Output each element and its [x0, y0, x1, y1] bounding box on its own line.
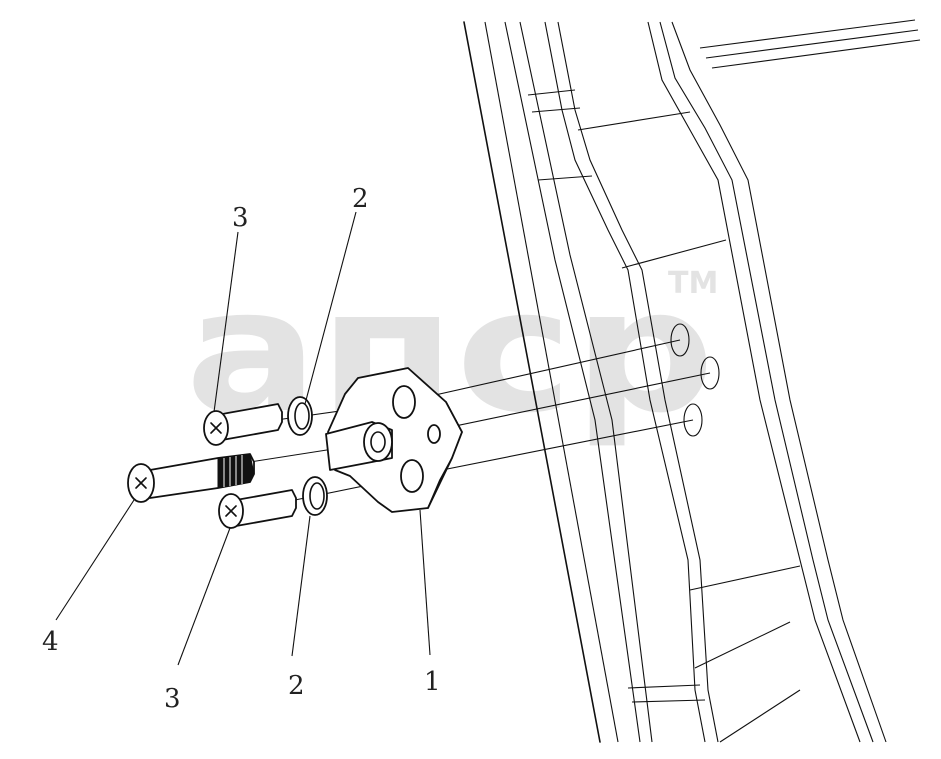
leader-2-top — [304, 211, 357, 405]
leader-2-bottom — [291, 515, 311, 657]
callout-3-top: 3 — [232, 203, 249, 233]
leader-4 — [55, 499, 135, 621]
leader-1 — [419, 509, 431, 656]
leader-lines — [55, 211, 431, 666]
screw-bottom-part-3 — [218, 489, 297, 529]
callout-2-top: 2 — [352, 184, 369, 214]
leader-3-bottom — [177, 527, 231, 666]
callout-4: 4 — [42, 627, 59, 657]
callouts: 1 2 2 3 3 4 — [42, 184, 441, 714]
leader-3-top — [213, 231, 239, 413]
washer-bottom-part-2 — [302, 476, 328, 516]
callout-2-bottom: 2 — [288, 671, 305, 701]
callout-3-bottom: 3 — [164, 684, 181, 714]
callout-1: 1 — [424, 667, 441, 697]
hinge-plate-part-1 — [325, 367, 463, 513]
trademark-symbol: TM — [668, 266, 718, 301]
screw-top-part-3 — [203, 403, 283, 446]
bolt-part-4 — [127, 453, 255, 503]
washer-top-part-2 — [287, 396, 313, 436]
door-frame — [463, 19, 921, 743]
